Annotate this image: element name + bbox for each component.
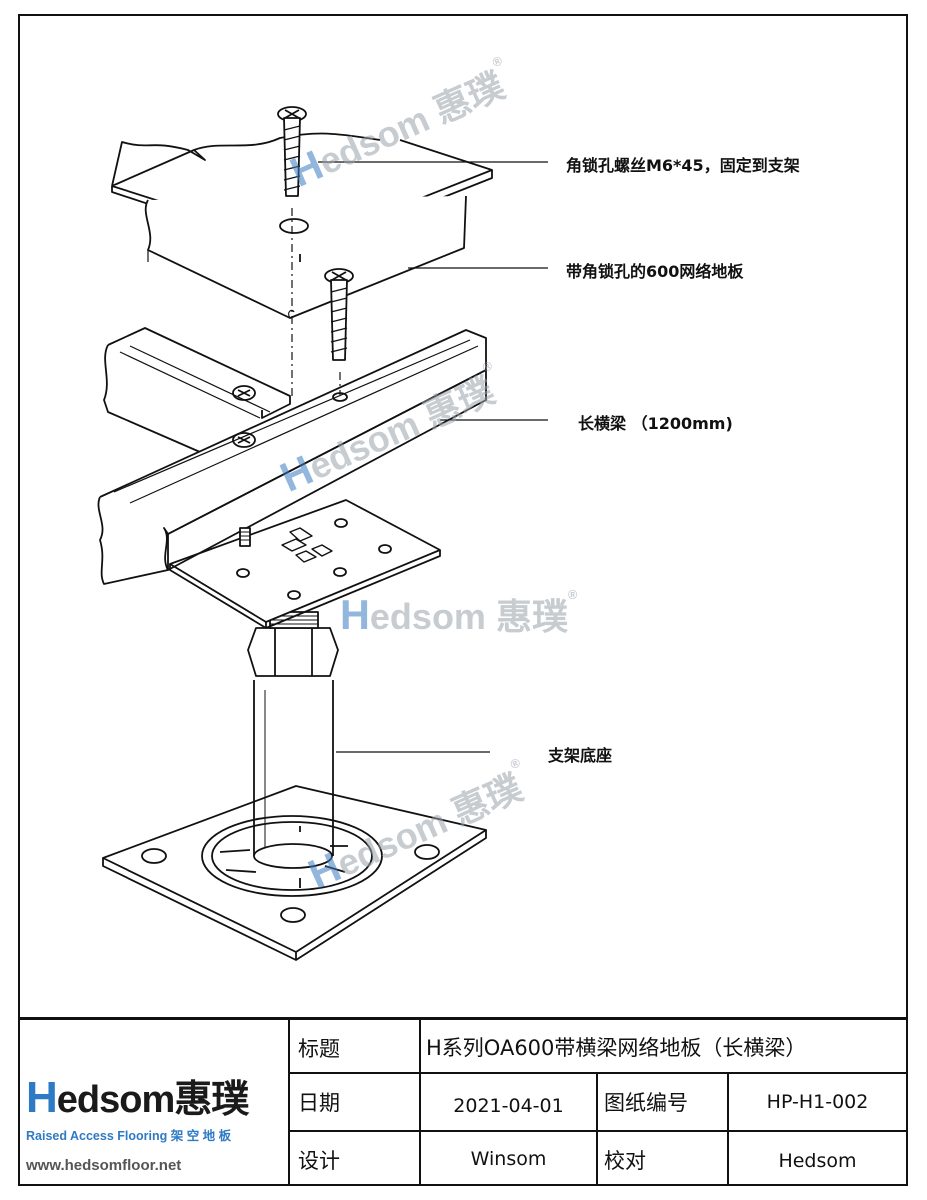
logo-latin: edsom [56, 1079, 175, 1121]
title-block: Hedsom惠璞 Raised Access Flooring 架 空 地 板 … [18, 1017, 908, 1186]
title-value: H系列OA600带横梁网络地板（长横梁） [426, 1036, 807, 1060]
logo-tagline: Raised Access Flooring 架 空 地 板 [26, 1129, 232, 1143]
hex-nut [247, 611, 339, 677]
check-value: Hedsom [778, 1150, 857, 1172]
design-label: 设计 [298, 1149, 340, 1173]
date-value: 2021-04-01 [453, 1095, 564, 1117]
corner-lock-screw-1 [277, 106, 307, 197]
drawing-no-value: HP-H1-002 [766, 1091, 869, 1113]
exploded-assembly-drawing [97, 106, 548, 961]
pedestal-base-plate [102, 785, 487, 961]
beam-bolt [239, 527, 251, 547]
callout-pedestal: 支架底座 [548, 746, 613, 765]
design-value: Winsom [470, 1148, 547, 1170]
callout-beam: 长横梁 （1200mm) [578, 414, 733, 433]
callout-leaders [318, 161, 548, 753]
logo-letter: H [26, 1073, 58, 1122]
pedestal-tube [253, 680, 334, 869]
date-label: 日期 [298, 1091, 340, 1115]
logo-cjk: 惠璞 [174, 1079, 249, 1121]
drawing-frame [18, 14, 908, 1186]
long-beam [97, 329, 487, 585]
logo-url: www.hedsomfloor.net [26, 1157, 182, 1174]
company-logo: Hedsom惠璞 Raised Access Flooring 架 空 地 板 … [26, 1068, 288, 1174]
watermark-logo: Hedsom 惠璞® [340, 588, 578, 638]
drawing-no-label: 图纸编号 [604, 1091, 688, 1115]
title-label: 标题 [298, 1037, 340, 1061]
callout-panel: 带角锁孔的600网络地板 [566, 262, 744, 281]
short-beam [103, 327, 291, 453]
callout-screw: 角锁孔螺丝M6*45，固定到支架 [566, 156, 800, 175]
assembly-guide-lines [291, 208, 341, 396]
check-label: 校对 [604, 1149, 646, 1173]
corner-lock-screw-2 [324, 268, 354, 361]
floor-panel [111, 132, 493, 319]
